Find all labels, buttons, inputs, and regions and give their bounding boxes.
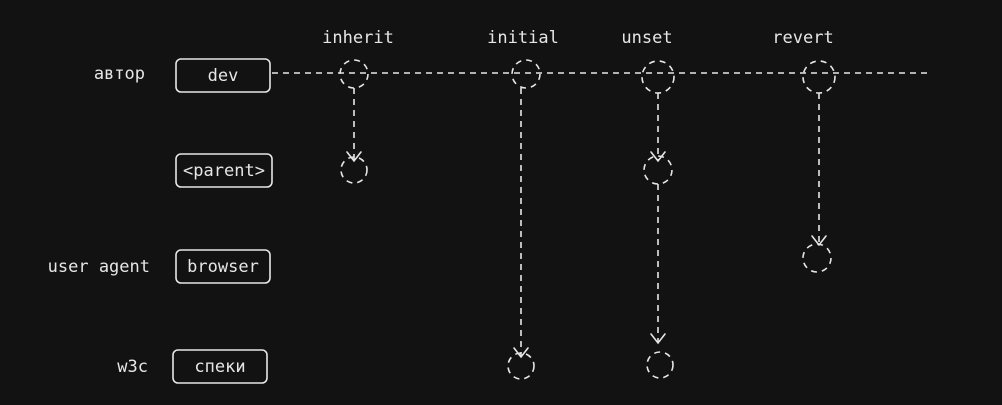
- box-browser: [175, 249, 271, 284]
- revert-end-circle: [802, 243, 832, 273]
- initial-arrowhead: [513, 347, 529, 359]
- column-label-inherit: inherit: [322, 28, 394, 48]
- column-label-unset: unset: [621, 28, 672, 48]
- inherit-start-circle: [339, 59, 369, 89]
- row-side-label-author: автор: [94, 64, 145, 84]
- box-parent: [175, 153, 273, 188]
- revert-arrowhead: [811, 235, 827, 247]
- initial-start-circle: [511, 59, 541, 89]
- row-side-label-user-agent: user agent: [48, 257, 150, 277]
- inherit-arrowhead: [346, 151, 362, 163]
- unset-mid-circle: [643, 155, 673, 185]
- column-label-revert: revert: [772, 28, 833, 48]
- initial-end-circle: [507, 352, 535, 380]
- box-label-dev: dev: [208, 66, 239, 86]
- unset-end-circle: [646, 351, 674, 379]
- unset-start-circle: [641, 60, 675, 94]
- unset-arrowhead-1: [650, 151, 666, 163]
- box-dev: [175, 58, 271, 93]
- column-label-initial: initial: [487, 28, 559, 48]
- row-side-label-w3c: w3c: [117, 357, 148, 377]
- box-label-parent: <parent>: [183, 161, 265, 181]
- box-label-specs: спеки: [194, 357, 245, 377]
- unset-arrowhead-2: [650, 333, 666, 345]
- box-label-browser: browser: [187, 257, 259, 277]
- revert-start-circle: [802, 60, 836, 94]
- box-specs: [172, 349, 268, 384]
- inherit-end-circle: [340, 156, 368, 184]
